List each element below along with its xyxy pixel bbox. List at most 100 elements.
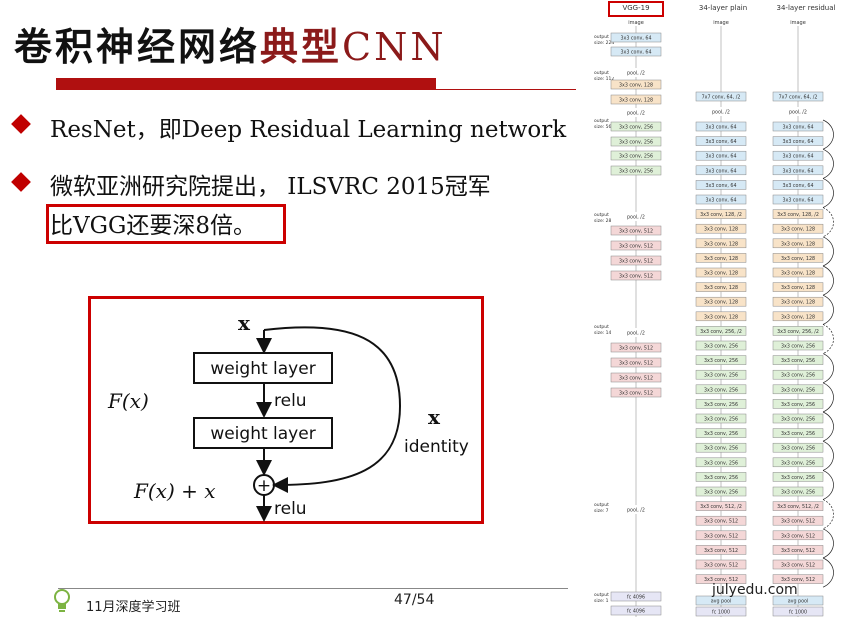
- residual-layer-label: 3x3 conv, 256: [781, 431, 815, 437]
- title-underline-line: [56, 89, 576, 90]
- residual-layer: [772, 369, 824, 380]
- vgg-layer: [611, 108, 661, 117]
- residual-layer-label: 3x3 conv, 128: [781, 271, 815, 277]
- vgg-layer: [610, 165, 662, 176]
- vgg-layer: [610, 150, 662, 161]
- identity-shortcut: [263, 326, 402, 493]
- vgg-layer-label: 3x3 conv, 256: [619, 125, 653, 131]
- title-part2: 典型: [260, 24, 343, 69]
- plain-layer-label: 3x3 conv, 128: [704, 271, 738, 277]
- vgg-layer: [610, 46, 662, 57]
- identity-label: identity: [404, 437, 469, 457]
- residual-layer: [772, 180, 824, 190]
- plain-layer-label: 3x3 conv, 512: [704, 577, 738, 583]
- plain-layer: [695, 253, 747, 263]
- residual-layer: [772, 326, 824, 336]
- weight-layer-1: [193, 352, 333, 384]
- vgg-layer: [610, 121, 662, 132]
- residual-layer-label: 3x3 conv, 64: [782, 168, 813, 174]
- residual-shortcut: [822, 207, 834, 238]
- title-part3: CNN: [342, 25, 447, 69]
- residual-layer: [772, 121, 824, 132]
- output-size-value: size: 1: [594, 598, 609, 604]
- input-x-label: x: [238, 311, 251, 335]
- highlight-box: [46, 204, 286, 244]
- residual-shortcut: [822, 265, 834, 296]
- plain-layer-label: 3x3 conv, 256, /2: [700, 329, 742, 335]
- vgg-layer: [610, 591, 662, 602]
- vgg-layer-label: 3x3 conv, 512: [619, 244, 653, 250]
- header-residual: 34-layer residual: [777, 4, 836, 12]
- residual-shortcut: [822, 236, 834, 267]
- output-size-label: output: [594, 324, 609, 330]
- relu-1-label: relu: [274, 391, 307, 411]
- plain-layer: [695, 413, 747, 424]
- plain-tail-layer-label: avg pool: [711, 599, 732, 605]
- vgg-layer: [610, 357, 662, 368]
- weight-layer-1-label: weight layer: [210, 359, 315, 379]
- residual-layer-label: 3x3 conv, 256: [781, 446, 815, 452]
- residual-layer-label: 3x3 conv, 256: [781, 417, 815, 423]
- residual-shortcut: [822, 294, 834, 325]
- plain-layer: [695, 238, 747, 249]
- residual-layer-label: 3x3 conv, 512: [781, 519, 815, 525]
- residual-layer: [772, 442, 824, 453]
- plain-layer: [695, 559, 747, 570]
- plain-layer: [695, 296, 747, 307]
- plain-tail-layer: [695, 595, 747, 606]
- plain-layer: [695, 355, 747, 365]
- plain-layer: [695, 428, 747, 438]
- plain-layer: [695, 384, 747, 395]
- footer-rule: [58, 588, 568, 589]
- residual-shortcut: [822, 411, 834, 442]
- vgg-layer-label: 3x3 conv, 256: [619, 154, 653, 160]
- output-size-value: size: 14: [594, 330, 612, 336]
- bullet-diamond-icon: [11, 172, 31, 192]
- residual-layer-label: 3x3 conv, 256: [781, 358, 815, 364]
- plain-layer: [695, 165, 747, 176]
- plain-layer-label: 3x3 conv, 128: [704, 300, 738, 306]
- vgg-layer-label: pool, /2: [627, 111, 645, 117]
- vgg-layer-label: pool, /2: [627, 331, 645, 337]
- plain-layer-label: 3x3 conv, 64: [705, 168, 736, 174]
- residual-shortcut: [822, 440, 834, 471]
- residual-layer: [772, 209, 824, 219]
- vgg-layer: [610, 136, 662, 147]
- residual-layer: [772, 311, 824, 322]
- plain-head-layer: [695, 91, 747, 102]
- output-size-value: size: 224: [594, 40, 614, 46]
- residual-layer: [772, 136, 824, 146]
- residual-layer: [772, 472, 824, 482]
- plain-layer-label: 3x3 conv, 128, /2: [700, 212, 742, 218]
- residual-layer-label: 3x3 conv, 64: [782, 198, 813, 204]
- plain-layer: [695, 545, 747, 555]
- vgg-layer: [610, 372, 662, 383]
- residual-shortcut: [822, 353, 834, 384]
- plain-layer-label: 3x3 conv, 512: [704, 563, 738, 569]
- plain-layer-label: 3x3 conv, 512: [704, 533, 738, 539]
- vgg-layer-label: 3x3 conv, 512: [619, 361, 653, 367]
- plain-layer-label: 3x3 conv, 256: [704, 490, 738, 496]
- residual-layer: [772, 574, 824, 584]
- plain-layer-label: 3x3 conv, 64: [705, 183, 736, 189]
- vgg-layer: [611, 505, 661, 514]
- vgg-layer: [611, 212, 661, 221]
- residual-layer-label: 3x3 conv, 256, /2: [777, 329, 819, 335]
- bullet-diamond-icon: [11, 114, 31, 134]
- plain-layer: [695, 369, 747, 380]
- vgg-layer: [610, 342, 662, 353]
- vgg-layer-label: fc 4096: [627, 595, 645, 601]
- residual-shortcut: [822, 499, 834, 530]
- residual-shortcut: [822, 148, 834, 179]
- residual-layer-label: 3x3 conv, 256: [781, 460, 815, 466]
- plain-layer-label: 3x3 conv, 256: [704, 417, 738, 423]
- vgg-layer-label: 3x3 conv, 512: [619, 259, 653, 265]
- residual-layer: [772, 545, 824, 555]
- residual-tail-layer: [772, 606, 824, 617]
- output-size-value: size: 112: [594, 76, 614, 82]
- vgg-layer: [611, 328, 661, 337]
- fx-label: F(x): [107, 389, 149, 413]
- vgg-layer-label: 3x3 conv, 256: [619, 140, 653, 146]
- output-size-value: size: 28: [594, 218, 612, 224]
- plain-layer: [695, 180, 747, 190]
